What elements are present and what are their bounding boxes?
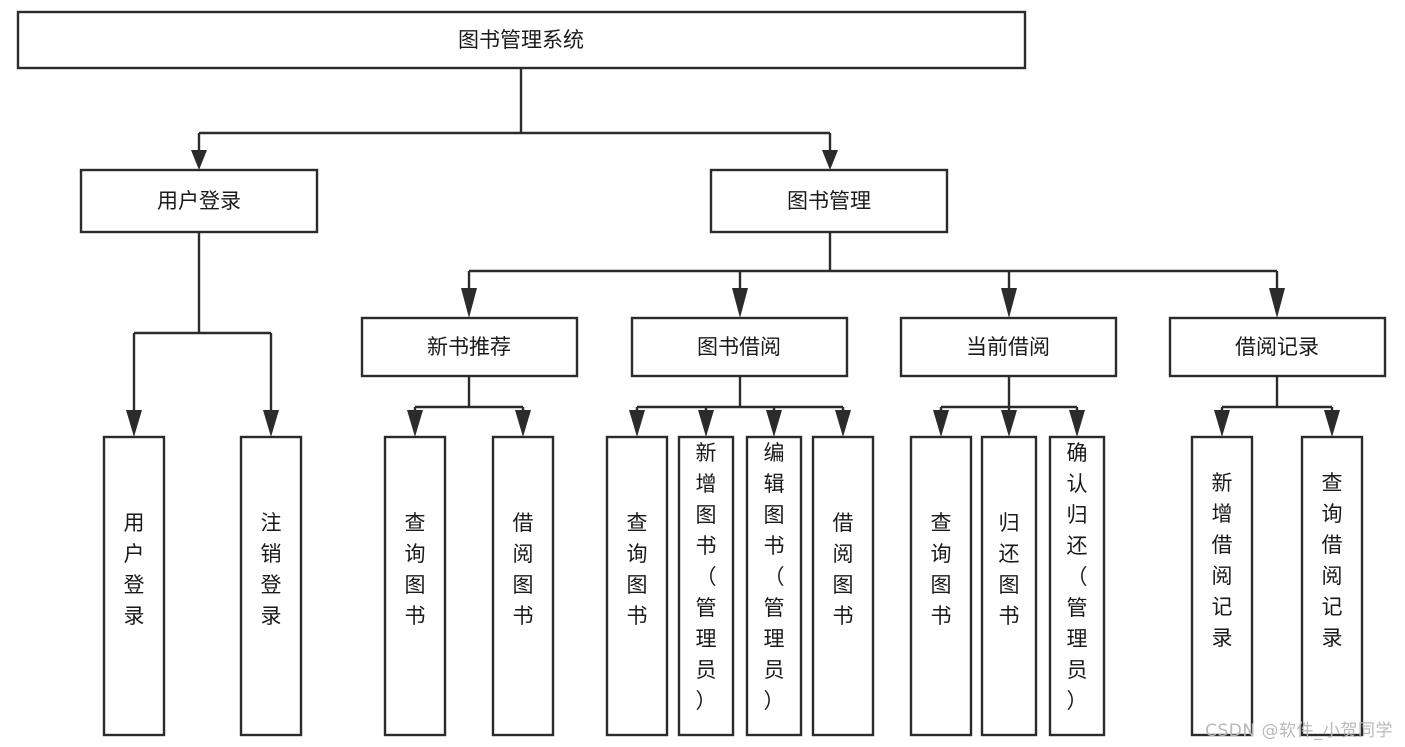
arrow-head-current-borrow	[1001, 288, 1017, 318]
node-borrow-record-box	[1168, 316, 1387, 378]
node-new-book-recommend-box	[360, 316, 579, 378]
arrow-head-leaf-current-borrow-0	[933, 410, 949, 437]
arrow-head-leaf-new-book-1	[515, 410, 531, 437]
node-leaf-current-borrow-query-box	[909, 435, 973, 737]
node-leaf-borrow-record-add[interactable]: 新增借阅记录	[1190, 435, 1254, 737]
node-leaf-book-borrow-borrow-label: 借阅图书	[833, 511, 854, 628]
arrow-head-leaf-book-borrow-0	[629, 410, 645, 437]
node-leaf-new-book-query-box	[383, 435, 447, 737]
node-leaf-current-borrow-return-label: 归还图书	[999, 511, 1020, 628]
node-leaf-current-borrow-return-box	[980, 435, 1038, 737]
node-leaf-new-book-borrow[interactable]: 借阅图书	[491, 435, 555, 737]
arrow-head-user-login	[191, 150, 207, 170]
arrow-head-leaf-current-borrow-1	[1001, 410, 1017, 437]
arrow-head-leaf-book-borrow-2	[766, 410, 782, 437]
arrow-head-leaf-current-borrow-2	[1069, 410, 1085, 437]
node-user-login[interactable]: 用户登录	[79, 168, 319, 234]
node-borrow-record-label: 借阅记录	[1235, 335, 1319, 359]
arrow-head-leaf-borrow-record-1	[1324, 410, 1340, 437]
arrow-head-leaf-user-login-1	[263, 410, 279, 437]
node-leaf-borrow-record-add-box	[1190, 435, 1254, 737]
arrow-head-book-mgmt	[822, 150, 838, 170]
arrow-head-leaf-book-borrow-3	[835, 410, 851, 437]
connector-group-book-borrow-leaves	[629, 376, 851, 437]
node-leaf-current-borrow-query[interactable]: 查询图书	[909, 435, 973, 737]
node-book-borrow-box	[630, 316, 849, 378]
node-root-system[interactable]: 图书管理系统	[16, 10, 1027, 70]
node-leaf-user-login-logout-box	[239, 435, 303, 737]
node-leaf-book-borrow-borrow-box	[811, 435, 875, 737]
arrow-head-leaf-new-book-0	[407, 410, 423, 437]
node-leaf-current-borrow-confirm-box	[1048, 435, 1106, 737]
node-leaf-new-book-query[interactable]: 查询图书	[383, 435, 447, 737]
node-borrow-record[interactable]: 借阅记录	[1168, 316, 1387, 378]
node-leaf-book-borrow-query[interactable]: 查询图书	[605, 435, 669, 737]
node-current-borrow[interactable]: 当前借阅	[899, 316, 1118, 378]
connector-group-root-to-level1	[191, 68, 838, 170]
node-leaf-user-login-login[interactable]: 用户登录	[102, 435, 166, 737]
node-leaf-new-book-borrow-box	[491, 435, 555, 737]
node-leaf-current-borrow-confirm[interactable]: 确认归还（管理员）	[1048, 435, 1106, 737]
arrow-head-leaf-user-login-0	[126, 410, 142, 437]
node-leaf-book-borrow-query-label: 查询图书	[627, 511, 648, 628]
connector-group-book-mgmt-to-level2	[461, 232, 1285, 318]
node-leaf-user-login-login-box	[102, 435, 166, 737]
node-root-system-box	[16, 10, 1027, 70]
node-book-borrow[interactable]: 图书借阅	[630, 316, 849, 378]
node-leaf-current-borrow-return[interactable]: 归还图书	[980, 435, 1038, 737]
node-current-borrow-label: 当前借阅	[966, 335, 1050, 359]
node-leaf-user-login-logout[interactable]: 注销登录	[239, 435, 303, 737]
node-leaf-new-book-borrow-label: 借阅图书	[513, 511, 534, 628]
connector-group-current-borrow-leaves	[933, 376, 1085, 437]
node-leaf-book-borrow-add[interactable]: 新增图书（管理员）	[677, 435, 735, 737]
node-new-book-recommend[interactable]: 新书推荐	[360, 316, 579, 378]
arrow-head-book-borrow	[732, 288, 748, 318]
node-user-login-box	[79, 168, 319, 234]
node-leaf-borrow-record-query-box	[1300, 435, 1364, 737]
node-leaf-borrow-record-add-label: 新增借阅记录	[1212, 471, 1233, 650]
node-leaf-book-borrow-add-box	[677, 435, 735, 737]
connector-group-user-login-leaves	[126, 232, 279, 437]
arrow-head-new-book	[461, 288, 477, 318]
node-leaf-book-borrow-edit-label: 编辑图书（管理员）	[764, 441, 785, 713]
node-current-borrow-box	[899, 316, 1118, 378]
node-leaf-book-borrow-query-box	[605, 435, 669, 737]
node-leaf-current-borrow-query-label: 查询图书	[931, 511, 952, 628]
node-new-book-recommend-label: 新书推荐	[427, 335, 511, 359]
node-user-login-label: 用户登录	[157, 189, 241, 213]
node-leaf-book-borrow-borrow[interactable]: 借阅图书	[811, 435, 875, 737]
connector-group-borrow-record-leaves	[1214, 376, 1340, 437]
connector-group-new-book-leaves	[407, 376, 531, 437]
node-book-management[interactable]: 图书管理	[709, 168, 949, 234]
arrow-head-leaf-book-borrow-1	[698, 410, 714, 437]
node-root-system-label: 图书管理系统	[458, 28, 584, 52]
node-leaf-user-login-login-label: 用户登录	[124, 511, 145, 628]
node-leaf-book-borrow-edit[interactable]: 编辑图书（管理员）	[745, 435, 803, 737]
node-leaf-borrow-record-query-label: 查询借阅记录	[1322, 471, 1343, 650]
arrow-head-leaf-borrow-record-0	[1214, 410, 1230, 437]
node-leaf-new-book-query-label: 查询图书	[405, 511, 426, 628]
node-book-management-label: 图书管理	[787, 189, 871, 213]
node-leaf-book-borrow-edit-box	[745, 435, 803, 737]
arrow-head-borrow-record	[1269, 288, 1285, 318]
node-leaf-user-login-logout-label: 注销登录	[261, 511, 282, 628]
node-book-management-box	[709, 168, 949, 234]
node-leaf-book-borrow-add-label: 新增图书（管理员）	[696, 441, 717, 713]
node-book-borrow-label: 图书借阅	[697, 335, 781, 359]
node-leaf-borrow-record-query[interactable]: 查询借阅记录	[1300, 435, 1364, 737]
node-leaf-current-borrow-confirm-label: 确认归还（管理员）	[1067, 441, 1088, 713]
